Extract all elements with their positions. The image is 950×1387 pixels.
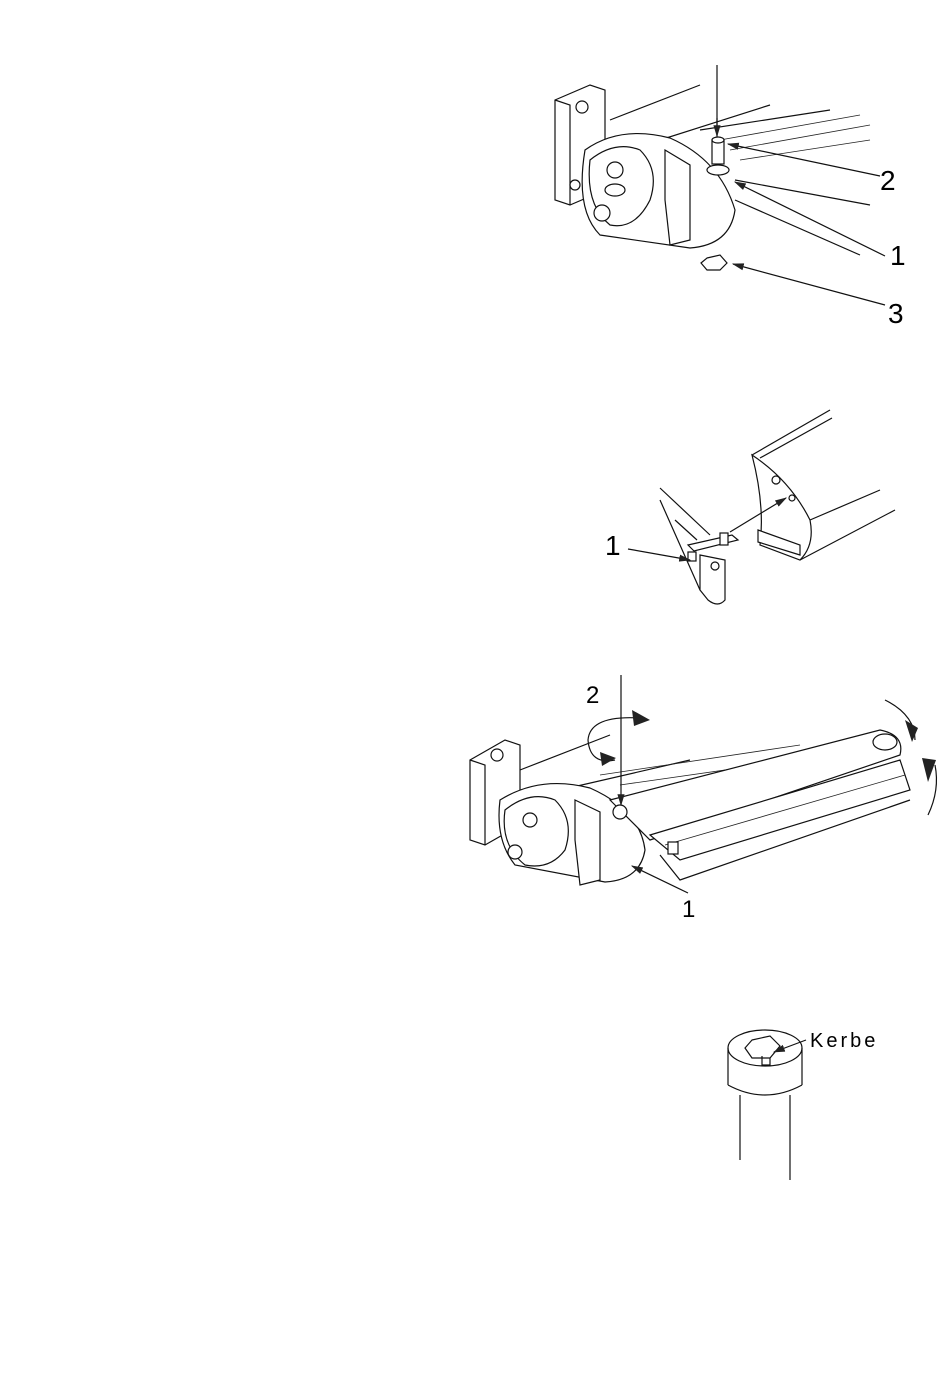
figure-3-arm-rotation: 2 1 <box>470 675 936 923</box>
figure-3-callout-2: 2 <box>586 682 599 709</box>
figure-4-socket-head-screw: Kerbe <box>728 1030 878 1180</box>
figure-1-callout-3: 3 <box>888 298 904 329</box>
figure-1-callout-2: 2 <box>880 165 896 196</box>
figure-1-bracket-assembly: 2 1 3 <box>555 65 906 329</box>
figure-3-callout-1: 1 <box>682 896 695 923</box>
figure-1-callout-1: 1 <box>890 240 906 271</box>
figure-2-callout-1: 1 <box>605 530 621 561</box>
figure-2-arm-end-cap: 1 <box>605 410 895 604</box>
notch-label: Kerbe <box>810 1030 878 1052</box>
